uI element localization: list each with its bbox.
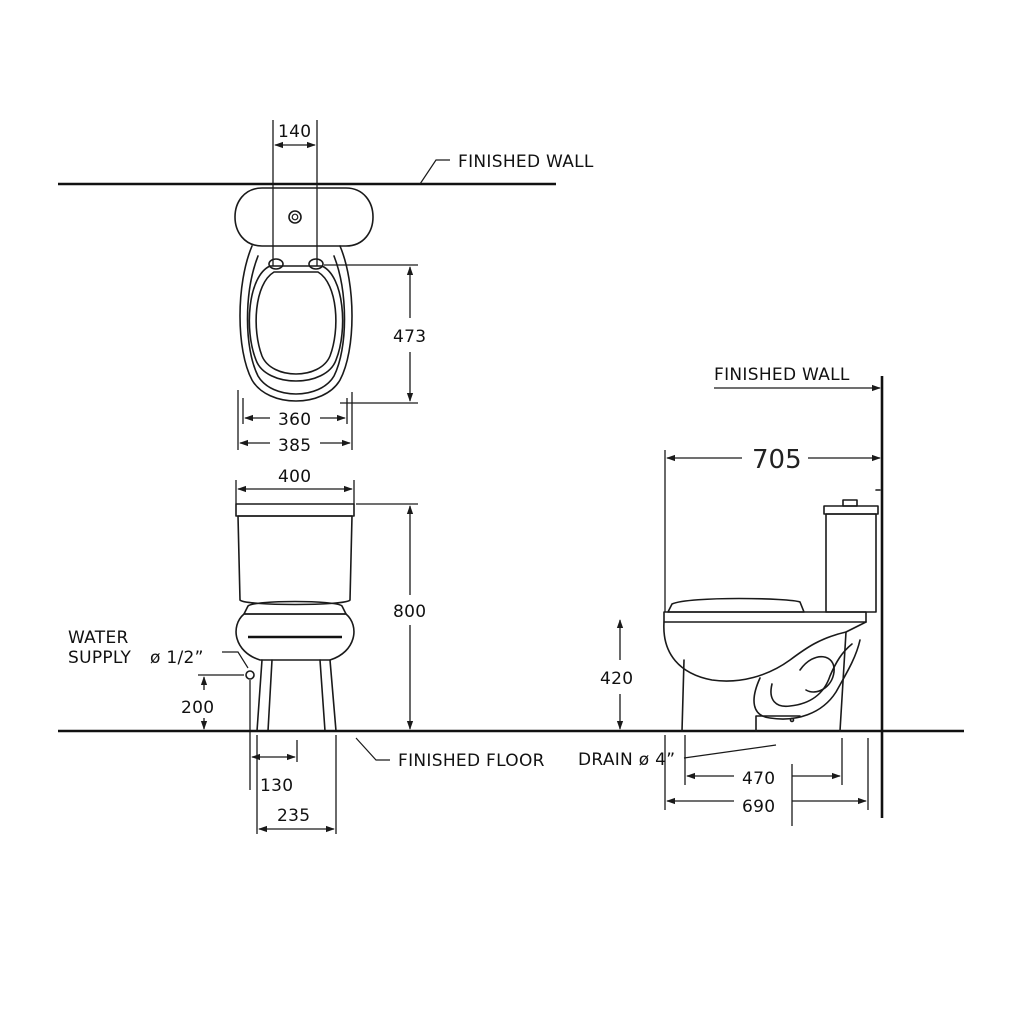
- finished-floor-label: FINISHED FLOOR: [398, 751, 545, 771]
- top-seat-outline: [248, 265, 344, 382]
- flush-button-inner-icon: [291, 213, 299, 221]
- dim-360-label: 360: [278, 410, 311, 430]
- seat-hinge-right-icon: [308, 258, 324, 270]
- dim-705-label: 705: [752, 445, 802, 475]
- dim-200-label: 200: [181, 698, 214, 718]
- top-seat-inner: [255, 271, 337, 375]
- front-view: 400 800 WATER SUPPLY ø 1/2” 200 130: [68, 467, 426, 834]
- dim-800-label: 800: [393, 602, 426, 622]
- side-drain-dot-icon: [789, 717, 795, 723]
- dim-420-label: 420: [600, 669, 633, 689]
- side-base-step: [755, 715, 801, 732]
- water-supply-label-line1: WATER: [68, 628, 129, 648]
- dim-235-label: 235: [277, 806, 310, 826]
- water-supply-inlet-icon: [245, 670, 255, 680]
- side-seat: [663, 611, 867, 623]
- drain-leader: [683, 744, 777, 759]
- top-bowl-rim: [246, 255, 346, 395]
- front-pedestal: [256, 659, 337, 732]
- side-pedestal-back: [839, 631, 847, 732]
- flush-button-icon: [288, 210, 302, 224]
- top-bowl-outline: [239, 245, 353, 402]
- top-tank-outline: [234, 187, 374, 247]
- side-tank-body: [825, 513, 877, 613]
- dim-385-label: 385: [278, 436, 311, 456]
- side-view: FINISHED WALL 705 420 DRAIN ø 4”: [578, 365, 884, 826]
- water-supply-leader: [222, 651, 249, 669]
- finished-floor-leader: [355, 737, 390, 761]
- front-seat: [243, 600, 347, 615]
- side-flush-button-icon: [842, 499, 858, 507]
- side-finished-wall-label: FINISHED WALL: [714, 365, 850, 385]
- side-seat-lid: [667, 597, 805, 613]
- side-pedestal-front: [681, 659, 685, 732]
- side-trapway-inner: [770, 643, 853, 708]
- front-tank-body: [237, 515, 353, 606]
- side-trapway-outer: [753, 639, 861, 720]
- top-view: FINISHED WALL 140 473 360: [58, 120, 594, 456]
- dim-473-label: 473: [393, 327, 426, 347]
- top-finished-wall-label: FINISHED WALL: [458, 152, 594, 172]
- dim-470-label: 470: [742, 769, 775, 789]
- side-bowl-front: [663, 621, 867, 682]
- dim-140-label: 140: [278, 122, 311, 142]
- water-supply-label-line2: SUPPLY: [68, 648, 131, 668]
- water-supply-size-label: ø 1/2”: [150, 648, 204, 668]
- side-trap-bend: [799, 655, 835, 693]
- seat-hinge-left-icon: [268, 258, 284, 270]
- dim-130-label: 130: [260, 776, 293, 796]
- top-wall-leader: [419, 159, 450, 185]
- dim-690-label: 690: [742, 797, 775, 817]
- drain-label: DRAIN ø 4”: [578, 750, 675, 770]
- dim-400-label: 400: [278, 467, 311, 487]
- front-tank-lid: [235, 503, 355, 517]
- side-tank-lid: [823, 505, 879, 515]
